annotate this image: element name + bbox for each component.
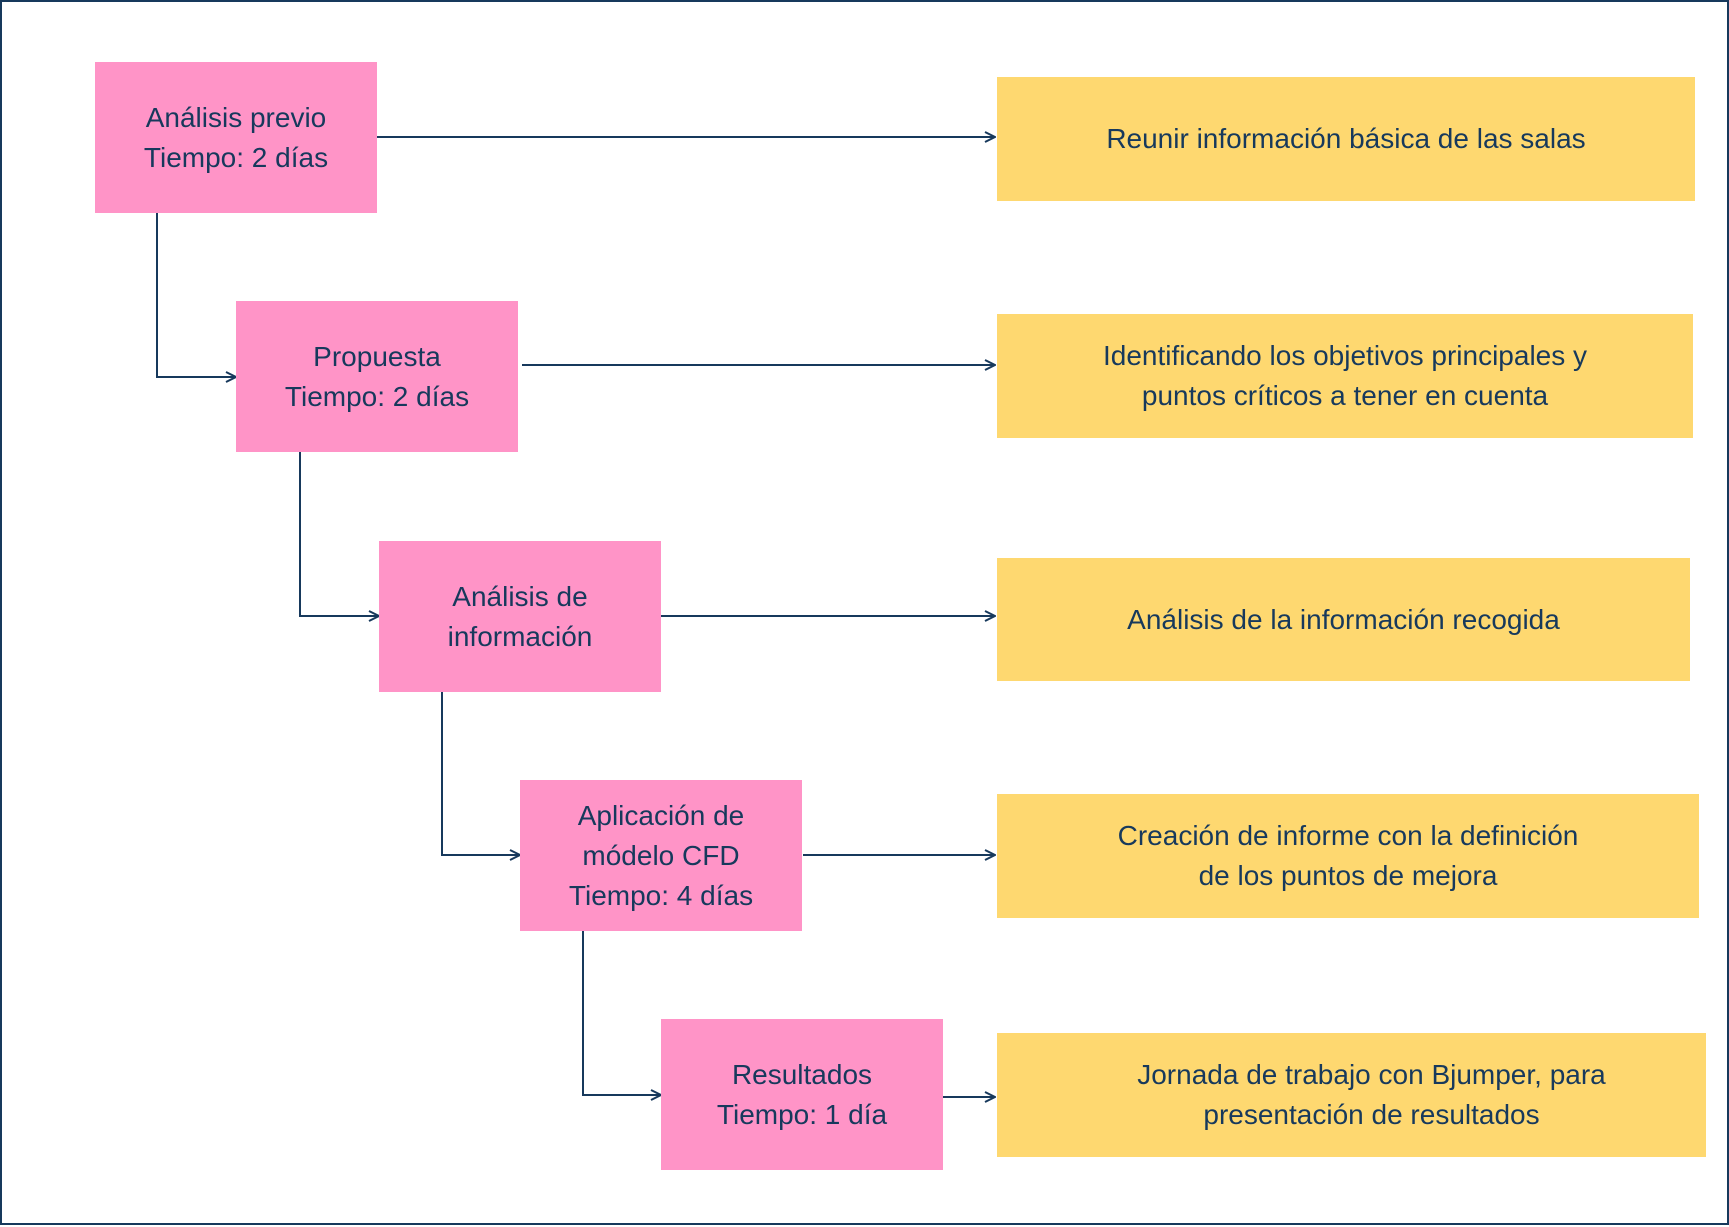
- detail-text: Análisis de la información recogida: [1127, 603, 1560, 635]
- step-label: Análisis de información: [447, 580, 593, 652]
- step-box-analisis-previo: Análisis previo Tiempo: 2 días: [95, 62, 377, 213]
- step-label: Propuesta Tiempo: 2 días: [284, 340, 470, 412]
- detail-text: Identificando los objetivos principales …: [1102, 340, 1588, 411]
- step-label: Análisis previo Tiempo: 2 días: [143, 101, 329, 173]
- detail-box-4: Creación de informe con la definición de…: [997, 794, 1699, 918]
- arrow-step2-to-step3: [299, 452, 379, 616]
- detail-box-5: Jornada de trabajo con Bjumper, para pre…: [997, 1033, 1706, 1157]
- detail-box-3: Análisis de la información recogida: [997, 558, 1690, 681]
- step-box-propuesta: Propuesta Tiempo: 2 días: [236, 301, 518, 452]
- step-box-aplicacion-cfd: Aplicación de módelo CFD Tiempo: 4 días: [520, 780, 802, 931]
- arrow-step1-to-step2: [156, 212, 236, 377]
- step-label: Aplicación de módelo CFD Tiempo: 4 días: [568, 799, 754, 911]
- step-label: Resultados Tiempo: 1 día: [716, 1058, 888, 1130]
- arrow-step3-to-step4: [441, 691, 520, 855]
- step-box-analisis-de-informacion: Análisis de información: [379, 541, 661, 692]
- detail-box-1: Reunir información básica de las salas: [997, 77, 1695, 201]
- arrow-step4-to-step5: [582, 930, 661, 1095]
- detail-text: Creación de informe con la definición de…: [1117, 820, 1579, 891]
- detail-text: Reunir información básica de las salas: [1106, 123, 1586, 154]
- detail-text: Jornada de trabajo con Bjumper, para pre…: [1137, 1059, 1606, 1130]
- step-box-resultados: Resultados Tiempo: 1 día: [661, 1019, 943, 1170]
- detail-box-2: Identificando los objetivos principales …: [997, 314, 1693, 438]
